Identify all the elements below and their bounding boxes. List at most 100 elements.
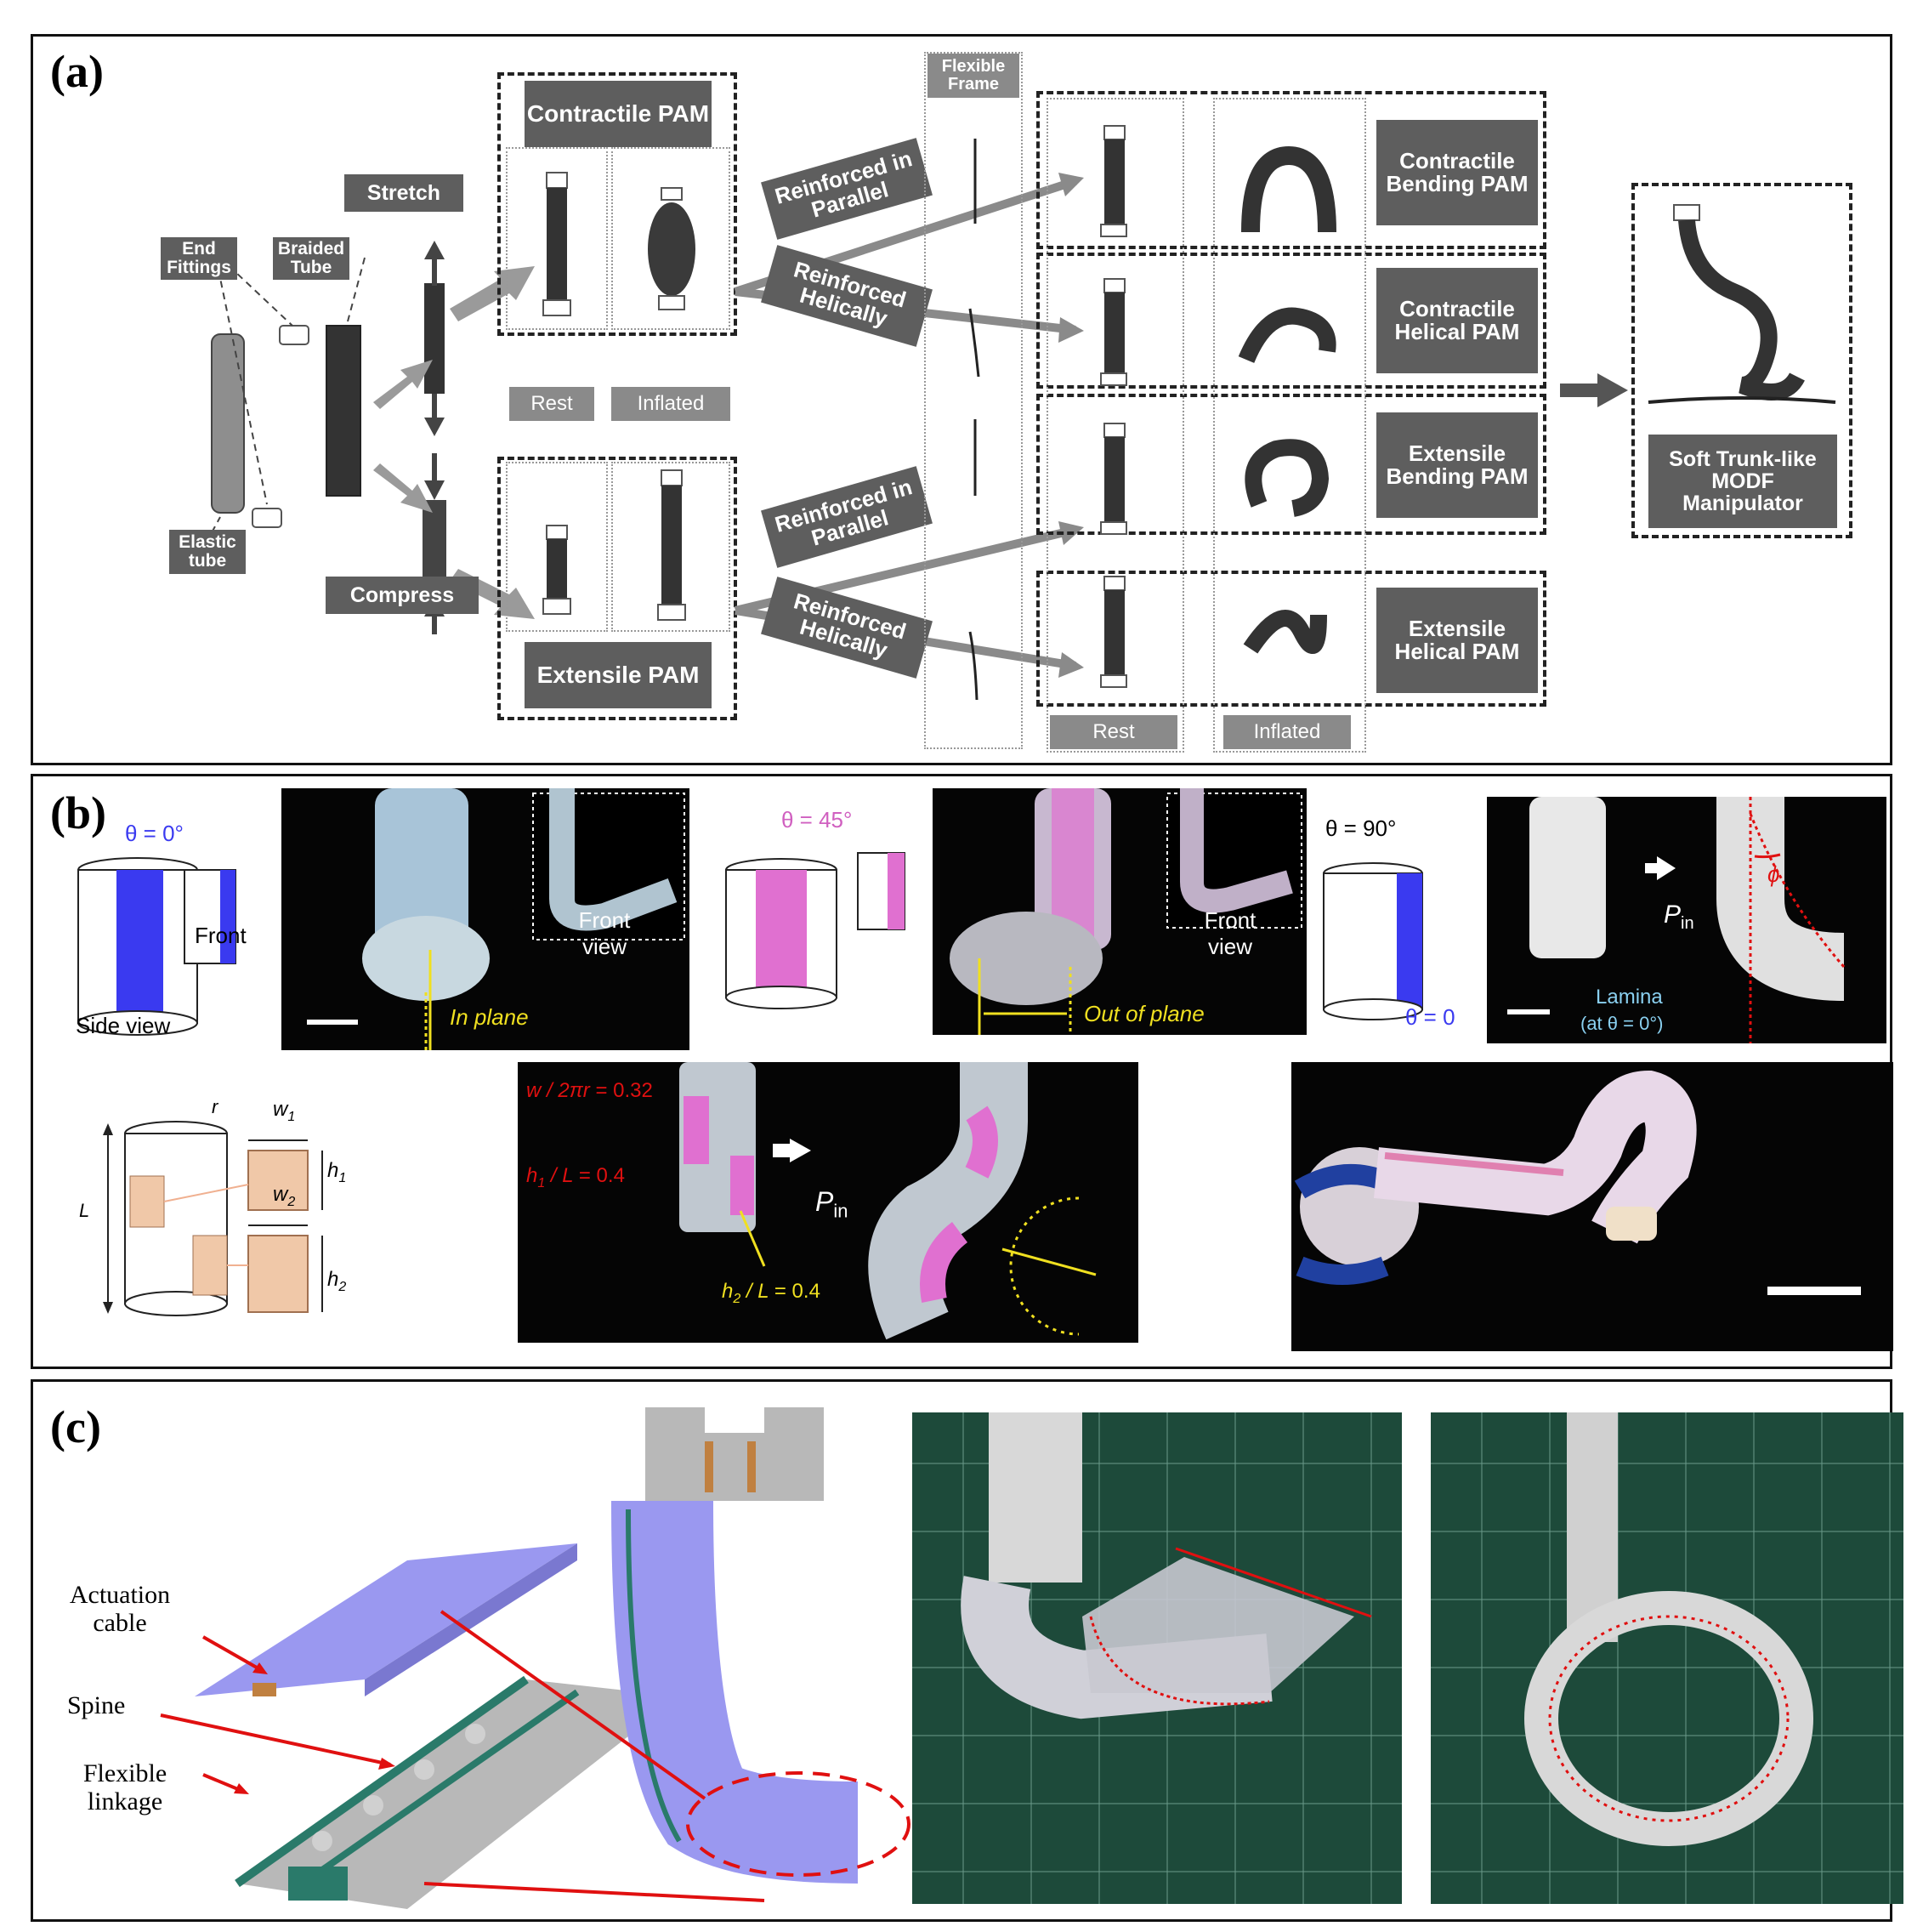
extensile-pam-group (497, 457, 737, 720)
panel-c-label: (c) (50, 1401, 101, 1452)
cylinder-theta-0 (77, 857, 236, 1036)
cylinder-theta-45 (725, 852, 905, 1009)
photo-in-plane: Front view In plane (281, 788, 689, 1050)
soft-trunk-figure (1648, 204, 1836, 404)
panel-a-label: (a) (50, 46, 104, 97)
h1-text: h (327, 1159, 339, 1182)
spine-label: Spine (67, 1691, 126, 1719)
ratio-h2-num: h (722, 1280, 734, 1303)
h1-label: h1 (327, 1159, 346, 1186)
ratio-w-den: 2πr (558, 1079, 590, 1102)
contractile-bending-row (1036, 91, 1546, 249)
inflated-label: Inflated (611, 387, 730, 421)
w2-text: w (273, 1183, 288, 1206)
curved-gripper-render (423, 1399, 910, 1902)
ratio-h1-val: = 0.4 (578, 1164, 625, 1187)
extensile-rest-frame (506, 462, 608, 632)
contractile-inflated-frame (611, 147, 730, 330)
w2-label: w2 (273, 1183, 295, 1210)
spine-linkage-render (195, 1543, 679, 1909)
ratio-h1-den: L (562, 1164, 574, 1187)
right-rest-column (1047, 98, 1184, 753)
photo-out-of-plane: Front view Out of plane (933, 788, 1307, 1035)
ratio-h1: h1 / L = 0.4 (526, 1164, 625, 1190)
panel-a: (a) End Fittings Braided Tube Elastic tu… (31, 34, 1892, 765)
panel-c: (c) Actuation cable Spine Flexible linka… (31, 1379, 1903, 1922)
rest-label: Rest (509, 387, 594, 421)
ratio-h2-sub: 2 (733, 1291, 741, 1306)
flexible-frame-label: Flexible Frame (927, 54, 1019, 98)
theta-0-small-label: θ = 0 (1405, 1004, 1455, 1030)
photo-cutting-mat-2 (1431, 1412, 1903, 1904)
h2-sub: 2 (338, 1279, 347, 1294)
rest-label-2: Rest (1050, 715, 1177, 749)
cylinder-theta-90 (1323, 862, 1423, 1020)
p-in-2-p: P (815, 1186, 834, 1217)
panel-b-label: (b) (50, 787, 106, 838)
soft-trunk-group (1631, 183, 1852, 538)
w2-sub: 2 (287, 1194, 296, 1209)
elastic-tube-label: Elastic tube (169, 530, 246, 574)
r-label: r (212, 1096, 218, 1117)
braided-tube-label: Braided Tube (273, 237, 349, 280)
contractile-pam-figures (542, 172, 695, 316)
dimension-diagram (103, 1121, 323, 1316)
flexible-frame-column (924, 52, 1023, 749)
p-in-1-sub: in (1681, 914, 1694, 933)
extensile-inflated-frame (611, 462, 730, 632)
p-in-2-sub: in (833, 1200, 848, 1222)
ratio-h2-val: = 0.4 (774, 1280, 820, 1303)
extensile-bending-row (1036, 394, 1546, 535)
front-label: Front (195, 923, 247, 948)
side-view-label: Side view (76, 1013, 171, 1038)
p-in-label-1: Pin (1664, 901, 1694, 934)
ratio-w-num: w (526, 1079, 542, 1102)
h1-sub: 1 (338, 1170, 347, 1185)
contractile-helical-label: Contractile Helical PAM (1376, 268, 1538, 373)
inflated-label-2: Inflated (1223, 715, 1351, 749)
phi-label: ϕ (1767, 861, 1780, 887)
photo-lamina: Pin ϕ Lamina (at θ = 0°) (1487, 797, 1886, 1043)
ratio-w-val: = 0.32 (595, 1079, 653, 1102)
L-label: L (79, 1200, 90, 1221)
w1-label: w1 (273, 1098, 295, 1125)
out-of-plane-label: Out of plane (1084, 1001, 1205, 1026)
theta-45-label: θ = 45° (781, 807, 853, 832)
end-fittings-label: End Fittings (161, 237, 237, 280)
w1-sub: 1 (287, 1109, 296, 1124)
p-in-1-p: P (1664, 901, 1682, 929)
contractile-rest-frame (506, 147, 608, 330)
lamina-label: Lamina (1596, 986, 1663, 1009)
soft-trunk-label: Soft Trunk-like MODF Manipulator (1648, 435, 1837, 528)
h2-text: h (327, 1268, 339, 1291)
stretch-label: Stretch (344, 174, 463, 212)
right-pam-figures (1100, 125, 1336, 688)
to-manipulator-arrow (1560, 373, 1628, 407)
actuation-cable-label: Actuation cable (69, 1581, 171, 1637)
annotation-arrows (160, 1635, 395, 1794)
contractile-helical-row (1036, 253, 1546, 389)
ratio-h1-num: h (526, 1164, 538, 1187)
theta-90-label: θ = 90° (1325, 815, 1397, 841)
extensile-helical-label: Extensile Helical PAM (1376, 588, 1538, 693)
p-in-label-2: Pin (815, 1186, 848, 1222)
flexible-frame-strips (968, 139, 980, 701)
theta-0-label: θ = 0° (125, 821, 184, 846)
contractile-pam-label: Contractile PAM (525, 81, 712, 147)
panel-b: (b) θ = 0° Front Side view Front view In… (31, 774, 1893, 1369)
ratio-h2: h2 / L = 0.4 (722, 1280, 820, 1306)
ratio-w: w / 2πr = 0.32 (526, 1079, 653, 1102)
contractile-bending-label: Contractile Bending PAM (1376, 120, 1538, 225)
photo-ratios: w / 2πr = 0.32 h1 / L = 0.4 Pin h2 / L =… (518, 1062, 1138, 1343)
w1-text: w (273, 1098, 288, 1121)
front-view-2-label: Front view (1204, 907, 1256, 959)
lamina-at-label: (at θ = 0°) (1580, 1013, 1664, 1034)
in-plane-label: In plane (450, 1004, 529, 1030)
compress-label: Compress (326, 577, 479, 614)
extensile-pam-label: Extensile PAM (525, 642, 712, 708)
ratio-h1-sub: 1 (537, 1175, 546, 1190)
front-view-1-label: Front view (578, 907, 631, 959)
h2-label: h2 (327, 1268, 346, 1295)
photo-gripper (1291, 1062, 1893, 1351)
flexible-linkage-label: Flexible linkage (82, 1759, 167, 1816)
